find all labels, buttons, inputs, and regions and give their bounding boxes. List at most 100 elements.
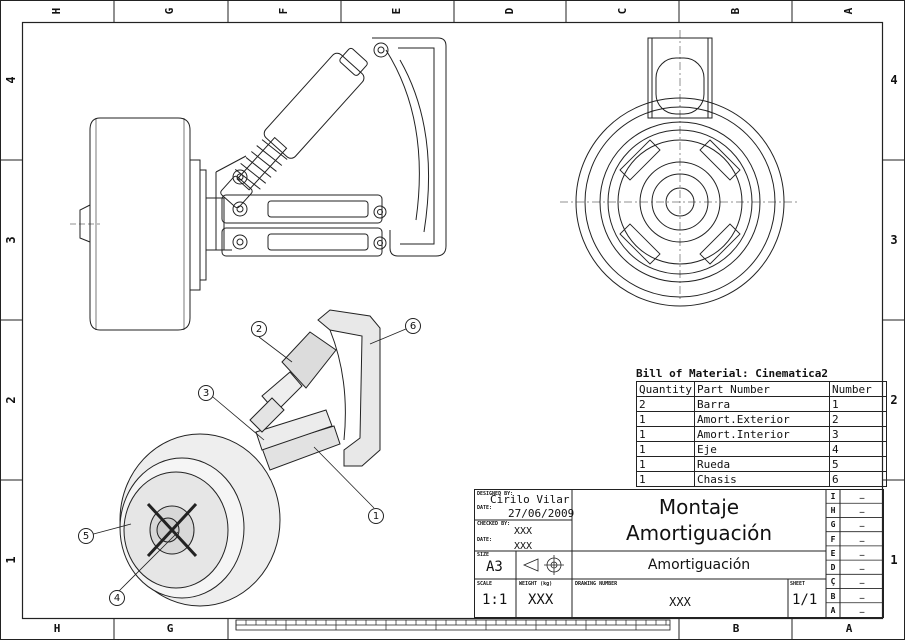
checked-by: XXX <box>514 526 533 537</box>
zone-top-0: H <box>50 7 63 15</box>
balloon-number: 6 <box>409 320 417 332</box>
bom-cell-num: 5 <box>828 456 887 472</box>
zone-bottom-7: A <box>845 622 853 635</box>
balloon-6: 6 <box>405 318 421 334</box>
revision-letter: D <box>830 563 836 573</box>
revision-mark: _ <box>859 561 865 571</box>
bom-header-part: Part Number <box>693 381 830 397</box>
bom-cell-qty: 1 <box>636 441 695 457</box>
zone-top-6: B <box>729 7 742 15</box>
balloon-3: 3 <box>198 385 214 401</box>
bom-cell-num: 1 <box>828 396 887 412</box>
zone-right-0: 4 <box>890 73 898 87</box>
balloon-number: 5 <box>82 530 90 542</box>
projection-symbol-icon <box>522 555 564 575</box>
zone-bottom-0: H <box>53 622 61 635</box>
bom-cell-num: 4 <box>828 441 887 457</box>
front-view <box>560 30 800 307</box>
zone-right-1: 3 <box>890 233 898 247</box>
revision-mark: _ <box>859 589 865 599</box>
zone-top-2: F <box>277 7 290 15</box>
revision-letter: F <box>830 534 836 544</box>
designed-by-label: DESIGNED BY: <box>477 491 514 497</box>
bom-cell-part: Amort.Exterior <box>693 411 830 427</box>
zone-top-7: A <box>842 7 855 15</box>
revision-mark: _ <box>859 490 865 499</box>
bom-cell-part: Barra <box>693 396 830 412</box>
zone-left-2: 2 <box>4 396 18 404</box>
drawing-subtitle: Amortiguación <box>647 557 751 573</box>
zone-top-1: G <box>163 7 176 15</box>
zone-top-4: D <box>503 7 516 15</box>
bom-cell-qty: 1 <box>636 426 695 442</box>
design-date: 27/06/2009 <box>508 507 575 520</box>
revision-letter: H <box>830 506 836 516</box>
balloon-number: 3 <box>202 387 210 399</box>
sheet-label: SHEET <box>790 581 806 587</box>
revision-mark: _ <box>859 575 865 585</box>
drawing-title-line1: Montaje <box>658 495 740 519</box>
balloon-2: 2 <box>251 321 267 337</box>
bom-cell-num: 2 <box>828 411 887 427</box>
bom-cell-part: Rueda <box>693 456 830 472</box>
revision-letter: Ç <box>830 577 836 587</box>
balloon-number: 2 <box>255 323 263 335</box>
bom-cell-qty: 2 <box>636 396 695 412</box>
weight-value: XXX <box>528 592 554 608</box>
revision-mark: _ <box>859 518 865 528</box>
designed-by: Cirilo Vilar <box>490 493 570 506</box>
bom-title: Bill of Material: Cinematica2 <box>636 367 829 380</box>
bom-cell-qty: 1 <box>636 411 695 427</box>
zone-bottom-1: G <box>166 622 174 635</box>
title-block: DESIGNED BY: Cirilo Vilar DATE: 27/06/20… <box>474 489 884 618</box>
bom-cell-num: 3 <box>828 426 887 442</box>
balloon-number: 1 <box>372 510 380 522</box>
side-view <box>70 37 447 331</box>
bom-cell-qty: 1 <box>636 471 695 487</box>
bom-header-quantity: Quantity <box>636 381 695 397</box>
ruler-ticks <box>235 620 667 630</box>
zone-left-0: 4 <box>4 76 18 84</box>
size-label: SIZE <box>477 552 490 558</box>
revision-letter: A <box>830 605 836 615</box>
scale-label: SCALE <box>477 581 493 587</box>
zone-right-2: 2 <box>890 393 898 407</box>
zone-top-5: C <box>616 7 629 15</box>
weight-label: WEIGHT (kg) <box>519 581 553 587</box>
bom-cell-part: Amort.Interior <box>693 426 830 442</box>
isometric-view <box>119 309 381 607</box>
balloon-5: 5 <box>78 528 94 544</box>
revision-mark: _ <box>859 532 865 542</box>
revision-mark: _ <box>859 603 865 613</box>
inner-border <box>21 21 884 620</box>
checked-by-label: CHECKED BY: <box>477 521 511 527</box>
sheet-number: 1/1 <box>792 592 818 608</box>
title-block-grid <box>474 489 884 618</box>
date-label: DATE: <box>477 505 493 511</box>
sheet-size: A3 <box>486 559 503 575</box>
checked-date-label: DATE: <box>477 537 493 543</box>
bom-header-row: Quantity Part Number Number <box>636 381 887 397</box>
bom-header-number: Number <box>828 381 887 397</box>
bom-cell-num: 6 <box>828 471 887 487</box>
zone-right-3: 1 <box>890 553 898 567</box>
bom-cell-part: Eje <box>693 441 830 457</box>
zone-bottom-6: B <box>732 622 740 635</box>
revision-letter: G <box>830 520 836 530</box>
drawing-number-label: DRAWING NUMBER <box>575 581 618 587</box>
scale-ruler <box>235 619 671 631</box>
zone-left-1: 3 <box>4 236 18 244</box>
balloon-4: 4 <box>109 590 125 606</box>
revision-mark: _ <box>859 504 865 514</box>
bom-cell-part: Chasis <box>693 471 830 487</box>
balloon-1: 1 <box>368 508 384 524</box>
bom-cell-qty: 1 <box>636 456 695 472</box>
revision-letter: E <box>830 548 836 558</box>
